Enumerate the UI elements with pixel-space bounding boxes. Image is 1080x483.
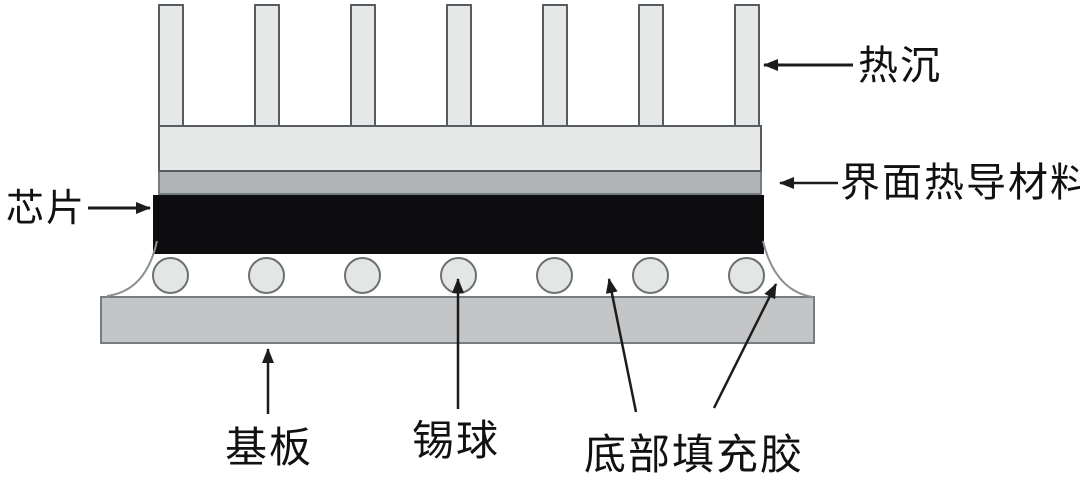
heatsink-fin bbox=[638, 4, 664, 125]
substrate-bar bbox=[100, 296, 815, 344]
heatsink-label: 热沉 bbox=[858, 43, 942, 88]
substrate-label: 基板 bbox=[225, 426, 314, 472]
solder-ball bbox=[728, 257, 765, 294]
heatsink-fin bbox=[350, 4, 376, 125]
underfill-fillet-right bbox=[762, 240, 814, 298]
chip-layer bbox=[153, 195, 764, 254]
solder-ball bbox=[440, 257, 477, 294]
thermal-interface-material-layer bbox=[158, 172, 762, 195]
heatsink-fin bbox=[254, 4, 280, 125]
solder-ball bbox=[632, 257, 669, 294]
solder-ball-label: 锡球 bbox=[412, 419, 501, 465]
chip-label: 芯片 bbox=[6, 188, 87, 230]
solder-ball bbox=[344, 257, 381, 294]
solder-ball bbox=[536, 257, 573, 294]
heatsink-fin bbox=[542, 4, 568, 125]
underfill-fillet-left bbox=[106, 240, 158, 297]
solder-ball bbox=[152, 257, 189, 294]
solder-ball bbox=[248, 257, 285, 294]
heatsink-fin bbox=[158, 4, 184, 125]
underfill-label: 底部填充胶 bbox=[584, 433, 805, 479]
thermal-interface-material-label: 界面热导材料 bbox=[840, 160, 1080, 205]
heatsink-fin bbox=[446, 4, 472, 125]
heatsink-base-plate bbox=[158, 125, 762, 172]
heatsink-fin bbox=[734, 4, 760, 125]
